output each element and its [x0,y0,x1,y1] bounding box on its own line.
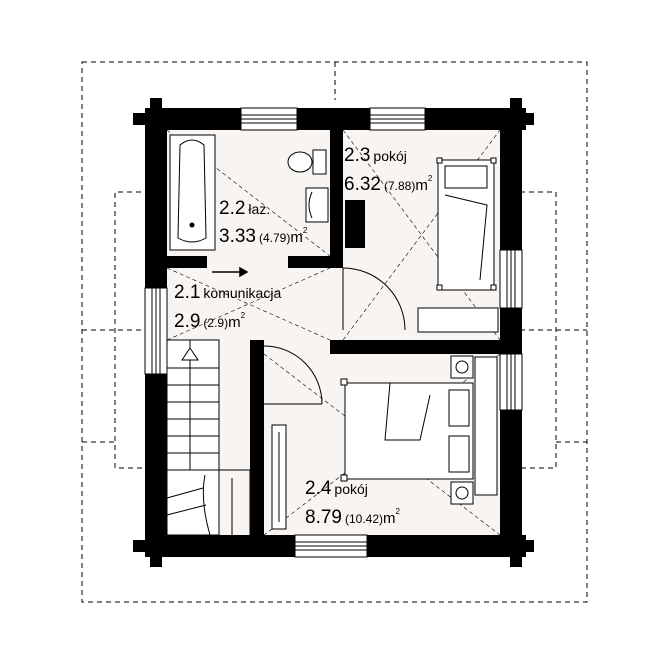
room-area: 2.9 [174,311,201,332]
room-area: 3.33 [219,226,256,247]
room-name: pokój [373,148,407,164]
room-number: 2.2 [219,198,246,219]
interior-walls [167,128,500,536]
room-name: łaz. [248,201,271,217]
area-exponent: 2 [395,507,400,516]
room-area-alt: (4.79) [258,231,291,245]
area-exponent: 2 [427,174,433,183]
room-area-alt: (7.88) [383,179,416,193]
stairs [166,339,251,536]
room-label-2-3: 2.3 pokój 6.32 (7.88)m2 [344,146,432,194]
area-unit: m [290,229,303,246]
room-area: 6.32 [344,174,381,195]
area-unit: m [415,177,428,194]
single-bed [417,157,499,333]
doors [263,267,406,405]
room-number: 2.4 [305,478,332,499]
room-area-alt: (2.9) [203,316,229,330]
room-name: komunikacja [203,285,282,301]
room-label-2-1: 2.1 komunikacja 2.9 (2.9)m2 [174,283,281,331]
bathroom-fixtures [287,149,329,223]
room-label-2-4: 2.4 pokój 8.79 (10.42)m2 [305,479,400,527]
room-number: 2.3 [344,145,371,166]
roof-outline [81,61,588,603]
wardrobe [271,424,287,530]
area-exponent: 2 [240,311,246,320]
room-area-alt: (10.42) [344,512,384,526]
room-area: 8.79 [305,507,342,528]
room-number: 2.1 [174,282,201,303]
bathtub [169,134,216,251]
room-name: pokój [334,481,368,497]
area-unit: m [383,510,396,527]
room-label-2-2: 2.2 łaz. 3.33 (4.79)m2 [219,199,307,246]
direction-arrow [212,266,249,278]
area-exponent: 2 [302,226,308,235]
double-bed [340,355,498,505]
windows [144,107,523,558]
area-unit: m [228,314,241,331]
